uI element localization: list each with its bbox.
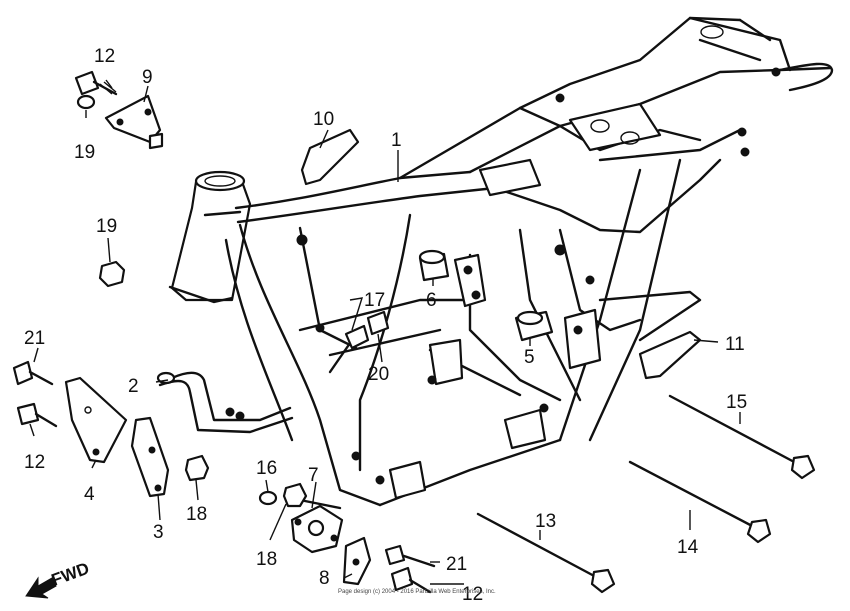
arrow-icon — [25, 576, 57, 599]
callout-6: 6 — [426, 290, 437, 311]
bolt-21-left — [12, 360, 54, 386]
collar-5 — [514, 310, 554, 342]
callout-12-upper: 12 — [94, 46, 115, 67]
callout-5: 5 — [524, 347, 535, 368]
callout-3: 3 — [153, 522, 164, 543]
callout-11: 11 — [725, 334, 745, 355]
bolt-12-upper — [74, 70, 118, 96]
callout-13: 13 — [535, 511, 556, 532]
callout-1: 1 — [391, 130, 402, 151]
fwd-label: FWD — [49, 559, 92, 590]
leader-lines — [29, 79, 741, 585]
callout-4: 4 — [84, 484, 95, 505]
bolt-13 — [476, 512, 616, 594]
bracket-3 — [130, 416, 170, 498]
callout-21-left: 21 — [24, 328, 45, 349]
plate-4 — [64, 376, 128, 464]
callout-14: 14 — [677, 537, 699, 558]
callout-18-second: 18 — [256, 549, 277, 570]
pad-10 — [300, 128, 360, 186]
copyright-text: Page design (c) 2004 - 2016 Partzilla We… — [338, 589, 496, 595]
callouts: 1 2 3 4 5 6 7 8 9 10 11 12 12 12 13 14 1… — [24, 46, 747, 605]
bolt-12-bottom — [390, 566, 432, 594]
callout-9: 9 — [142, 67, 153, 88]
callout-19-upper: 19 — [74, 142, 95, 163]
callout-20: 20 — [368, 364, 389, 385]
pad-11 — [638, 330, 702, 380]
callout-16: 16 — [256, 458, 277, 479]
callout-2: 2 — [128, 376, 139, 397]
callout-12-bottom: 12 — [462, 584, 483, 605]
bolt-12-left — [16, 402, 58, 428]
washer-19-upper — [76, 94, 96, 110]
plate-7 — [290, 504, 344, 554]
callout-17: 17 — [364, 290, 385, 311]
washer-16 — [258, 490, 278, 506]
front-lower-tube — [156, 371, 294, 434]
nut-18 — [184, 454, 210, 482]
callout-19-lower: 19 — [96, 216, 117, 237]
collar-6 — [418, 249, 450, 282]
bolt-14 — [628, 460, 772, 544]
callout-15: 15 — [726, 392, 747, 413]
callout-10: 10 — [313, 109, 334, 130]
nut-18-second — [282, 482, 308, 508]
bolt-21-bottom — [384, 544, 436, 568]
bolt-17 — [328, 324, 370, 374]
nut-19-lower — [98, 260, 126, 288]
bracket-9 — [104, 94, 164, 150]
callout-7: 7 — [308, 465, 319, 486]
callout-12-left: 12 — [24, 452, 45, 473]
bolt-15 — [668, 394, 816, 480]
callout-21-bottom: 21 — [446, 554, 467, 575]
main-frame — [168, 16, 834, 510]
bracket-8 — [342, 536, 372, 586]
callout-18-center: 18 — [186, 504, 207, 525]
callout-8: 8 — [319, 568, 330, 589]
fwd-arrow: FWD — [25, 559, 92, 599]
bolt-20 — [366, 310, 390, 336]
